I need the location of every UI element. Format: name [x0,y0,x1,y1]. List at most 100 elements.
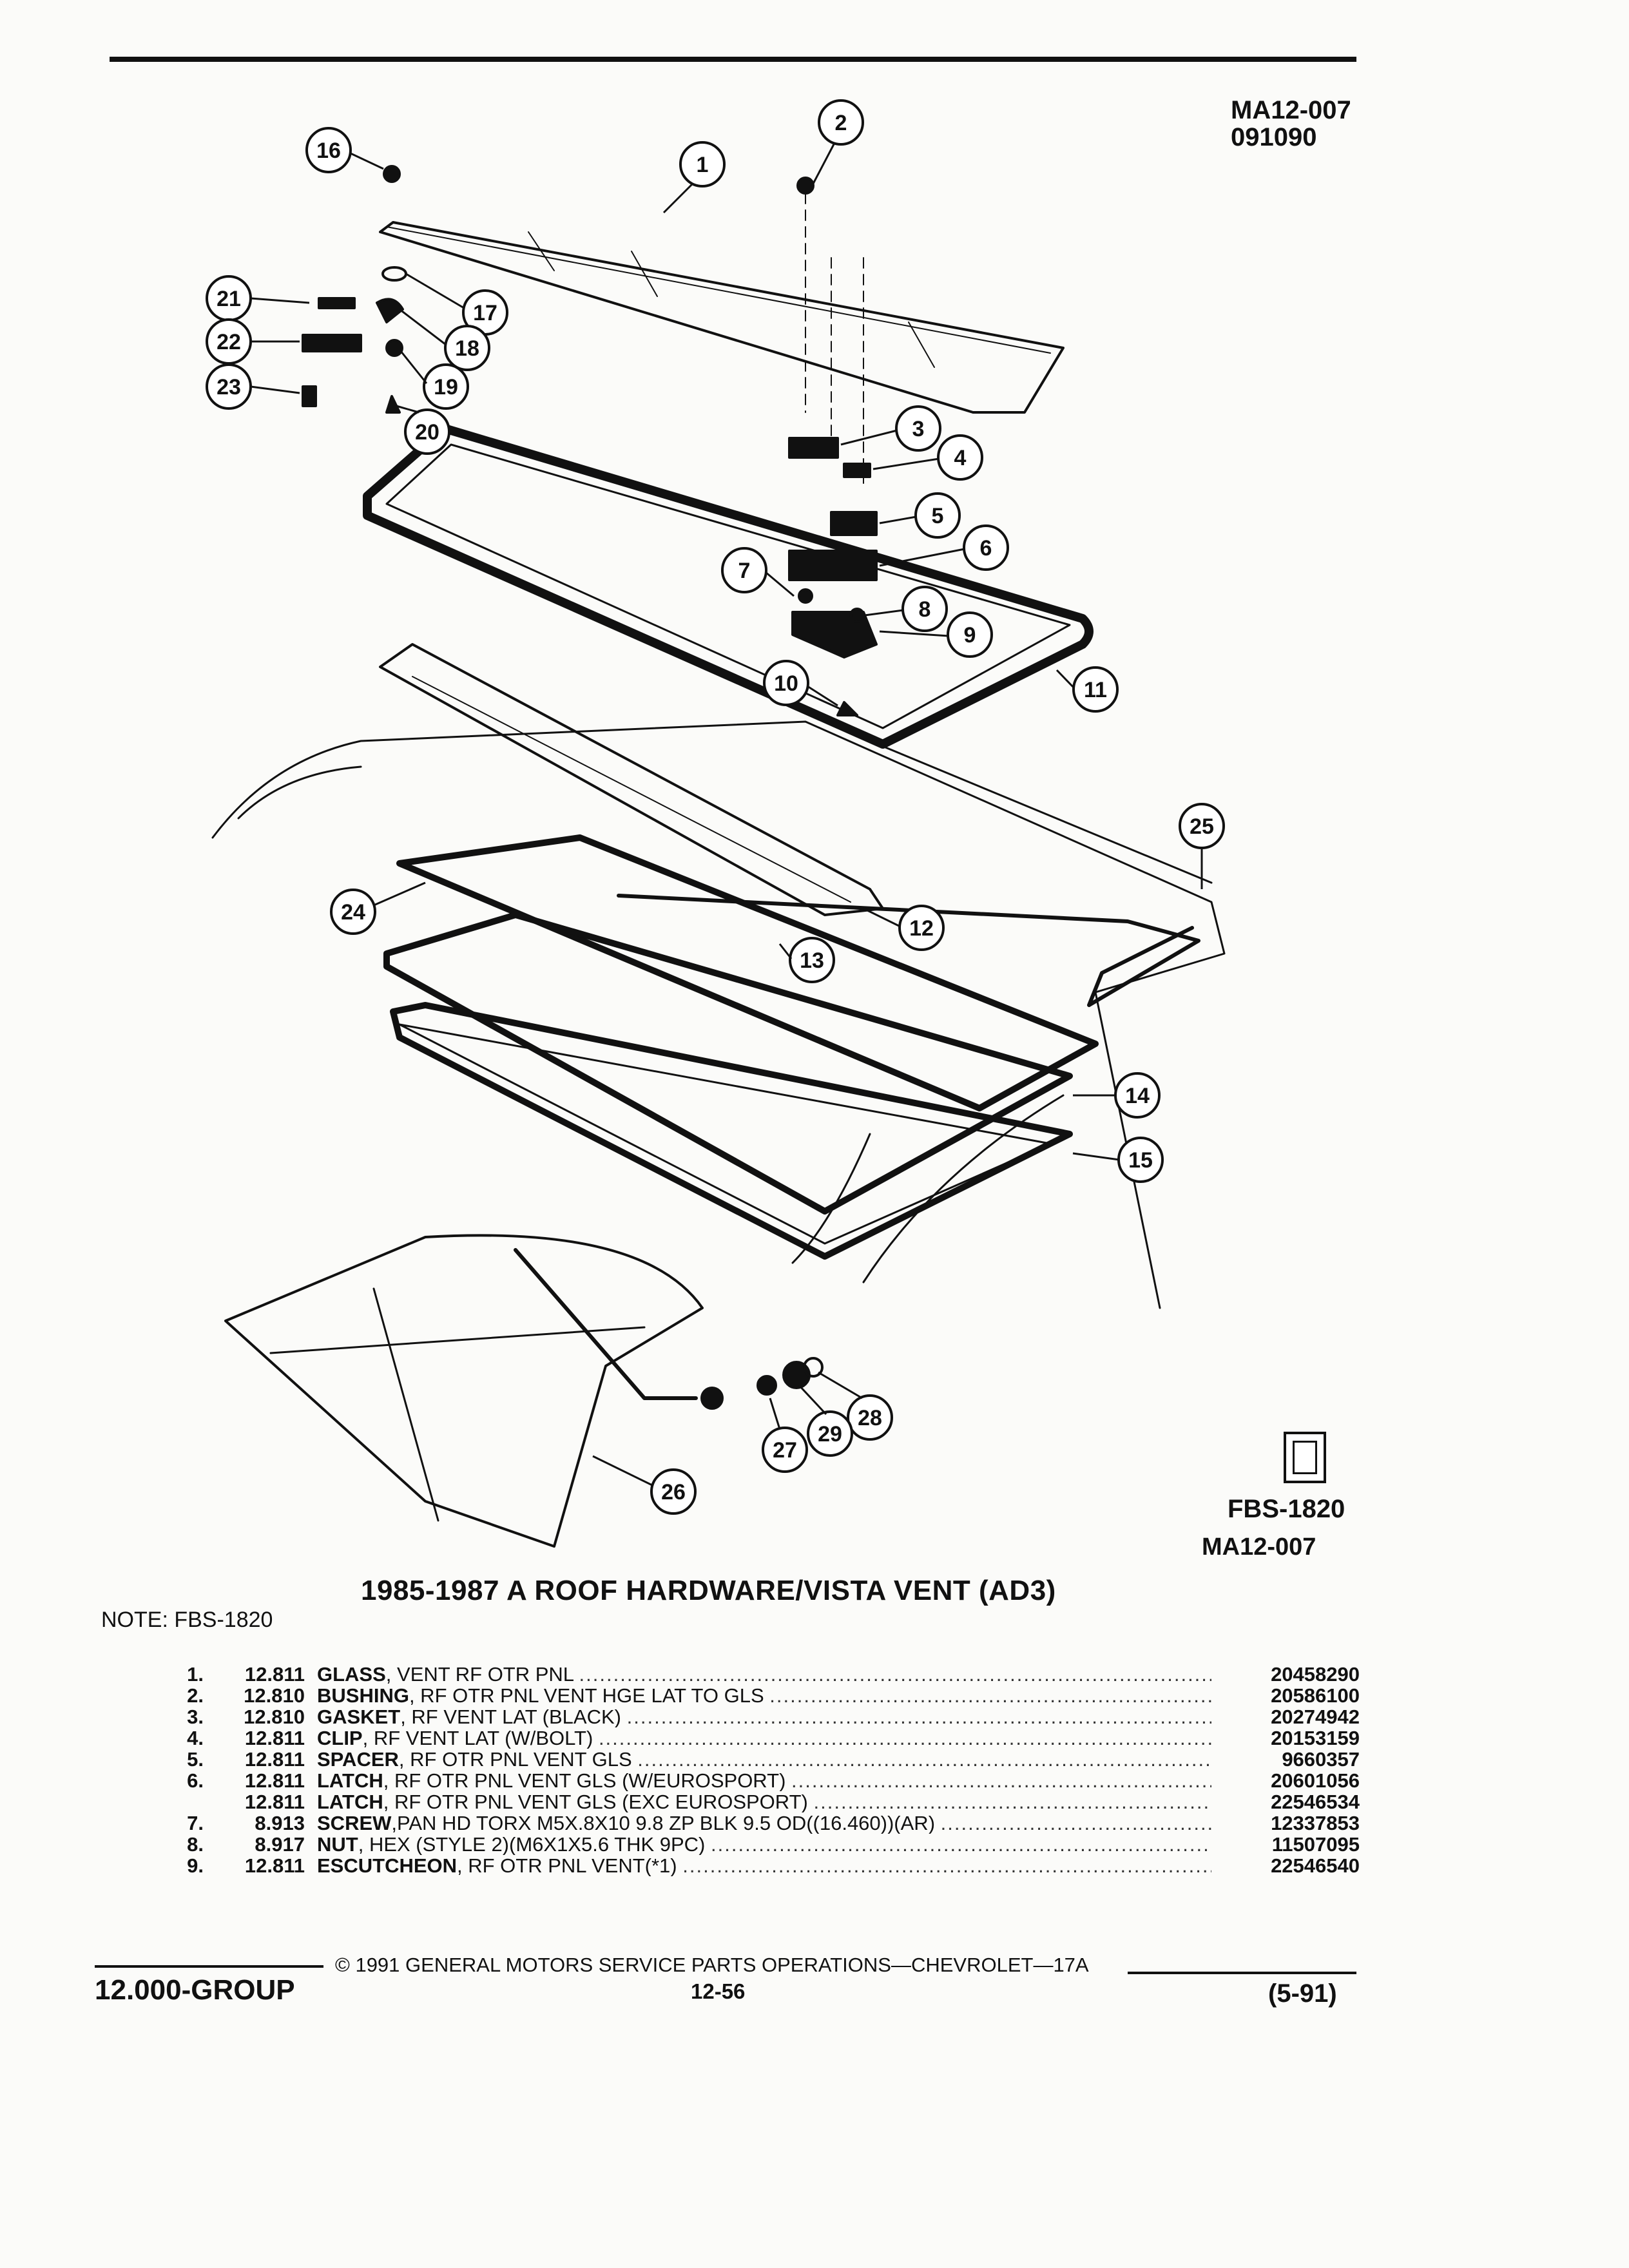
callout-11: 11 [1084,678,1107,702]
clip-4 [843,463,871,478]
item-number: 4. [187,1727,204,1749]
item-number: 7. [187,1812,204,1834]
exploded-parts-diagram: 1 2 3 4 5 6 7 8 9 10 11 12 13 14 15 16 1… [206,99,1226,1548]
parts-list-row: 1. 12.811 GLASS, VENT RF OTR PNL .......… [174,1664,1360,1685]
item-number: 8. [187,1833,204,1856]
part-description: CLIP, RF VENT LAT (W/BOLT) .............… [317,1727,1211,1749]
item-number: 9. [187,1854,204,1877]
group-label: 12.000-GROUP [95,1974,295,2006]
frame-14 [383,912,1073,1215]
note: NOTE: FBS-1820 [101,1608,273,1632]
part-description: LATCH, RF OTR PNL VENT GLS (EXC EUROSPOR… [317,1791,1211,1812]
frame-24 [396,834,1099,1111]
part-name: SPACER [317,1749,399,1770]
latch-6 [788,550,878,581]
callout-29: 29 [818,1422,842,1446]
group-number: 12.810 [244,1684,305,1707]
callout-14: 14 [1125,1084,1150,1108]
part-description: GLASS, VENT RF OTR PNL .................… [317,1664,1211,1685]
callout-21: 21 [217,287,241,311]
reference-date: 091090 [1231,123,1317,151]
callout-5: 5 [932,504,944,528]
group-number: 8.917 [255,1833,305,1856]
callout-23: 23 [217,375,241,399]
part-detail: , RF OTR PNL VENT GLS [398,1749,632,1770]
parts-list-row: 2. 12.810 BUSHING, RF OTR PNL VENT HGE L… [174,1685,1360,1706]
parts-list-row: 9. 12.811 ESCUTCHEON, RF OTR PNL VENT(*1… [174,1855,1360,1876]
part-name: LATCH [317,1791,383,1812]
part-detail: , RF VENT LAT (BLACK) [400,1706,621,1727]
vent-glass-panel [379,221,1065,414]
part-detail: , RF OTR PNL VENT(*1) [457,1855,677,1876]
part-detail: , RF OTR PNL VENT GLS (W/EUROSPORT) [383,1770,786,1791]
callout-28: 28 [858,1406,882,1430]
callout-20: 20 [415,420,439,445]
deflector-strip [379,643,884,916]
parts-list-row: 7. 8.913 SCREW,PAN HD TORX M5X.8X10 9.8 … [174,1812,1360,1834]
part-description: LATCH, RF OTR PNL VENT GLS (W/EUROSPORT)… [317,1770,1211,1791]
part-number: 20274942 [1271,1706,1360,1728]
part-name: SCREW [317,1812,392,1834]
gm-spo-logo [1284,1432,1326,1483]
callout-26: 26 [661,1480,686,1504]
group-number: 12.811 [244,1748,305,1771]
callout-25: 25 [1190,814,1214,839]
part-name: NUT [317,1834,358,1855]
parts-list-row: 4. 12.811 CLIP, RF VENT LAT (W/BOLT) ...… [174,1727,1360,1749]
callout-1: 1 [697,153,709,177]
frame-15 [390,1002,1073,1260]
revision-date: (5-91) [1268,1979,1337,2008]
group-number: 12.811 [244,1727,305,1749]
bushing-2 [796,177,815,195]
latch-3 [788,437,839,459]
part-detail: , RF VENT LAT (W/BOLT) [362,1727,593,1749]
page-title: 1985-1987 A ROOF HARDWARE/VISTA VENT (AD… [361,1575,1056,1606]
callout-15: 15 [1128,1148,1153,1173]
part-description: GASKET, RF VENT LAT (BLACK) ............… [317,1706,1211,1727]
callout-8: 8 [919,597,931,622]
gasket-frame [363,424,1094,749]
page-number: 12-56 [691,1979,746,2003]
parts-list-row: 6. 12.811 LATCH, RF OTR PNL VENT GLS (W/… [174,1770,1360,1791]
item-number: 2. [187,1684,204,1707]
item-number: 1. [187,1663,204,1686]
callout-13: 13 [800,948,824,973]
part-name: ESCUTCHEON [317,1855,458,1876]
part-number: 20458290 [1271,1663,1360,1686]
part-name: LATCH [317,1770,383,1791]
reference-code: MA12-007 [1231,96,1351,124]
group-number: 12.811 [244,1663,305,1686]
group-number: 12.811 [244,1769,305,1792]
copyright-notice: © 1991 GENERAL MOTORS SERVICE PARTS OPER… [335,1954,1089,1976]
footer-rule-right [1128,1972,1356,1974]
part-detail: , RF OTR PNL VENT GLS (EXC EUROSPORT) [383,1791,808,1812]
part-detail: , VENT RF OTR PNL [385,1664,574,1685]
part-description: SPACER, RF OTR PNL VENT GLS ............… [317,1749,1211,1770]
top-rule [110,57,1356,62]
part-name: BUSHING [317,1685,409,1706]
parts-list-row: 3. 12.810 GASKET, RF VENT LAT (BLACK) ..… [174,1706,1360,1727]
spacer-5 [830,511,878,536]
part-detail: ,PAN HD TORX M5X.8X10 9.8 ZP BLK 9.5 OD(… [391,1812,936,1834]
screw-23 [302,385,317,407]
group-number: 12.811 [244,1791,305,1813]
item-number: 6. [187,1769,204,1792]
callout-3: 3 [912,417,925,441]
callout-2: 2 [835,111,847,135]
part-number: 22546534 [1271,1791,1360,1813]
callout-10: 10 [774,671,798,696]
hinge-21 [318,297,356,309]
callout-7: 7 [738,559,751,583]
callout-22: 22 [217,330,241,354]
item-number: 5. [187,1748,204,1771]
parts-list-row: 5. 12.811 SPACER, RF OTR PNL VENT GLS ..… [174,1749,1360,1770]
washer-17 [381,266,407,282]
callout-17: 17 [473,301,497,325]
callout-18: 18 [455,336,479,361]
part-detail: , RF OTR PNL VENT HGE LAT TO GLS [409,1685,764,1706]
callout-9: 9 [964,623,976,648]
parts-list-row: 12.811 LATCH, RF OTR PNL VENT GLS (EXC E… [174,1791,1360,1812]
parts-list: 1. 12.811 GLASS, VENT RF OTR PNL .......… [174,1664,1360,1876]
part-number: 22546540 [1271,1854,1360,1877]
part-number: 20586100 [1271,1684,1360,1707]
